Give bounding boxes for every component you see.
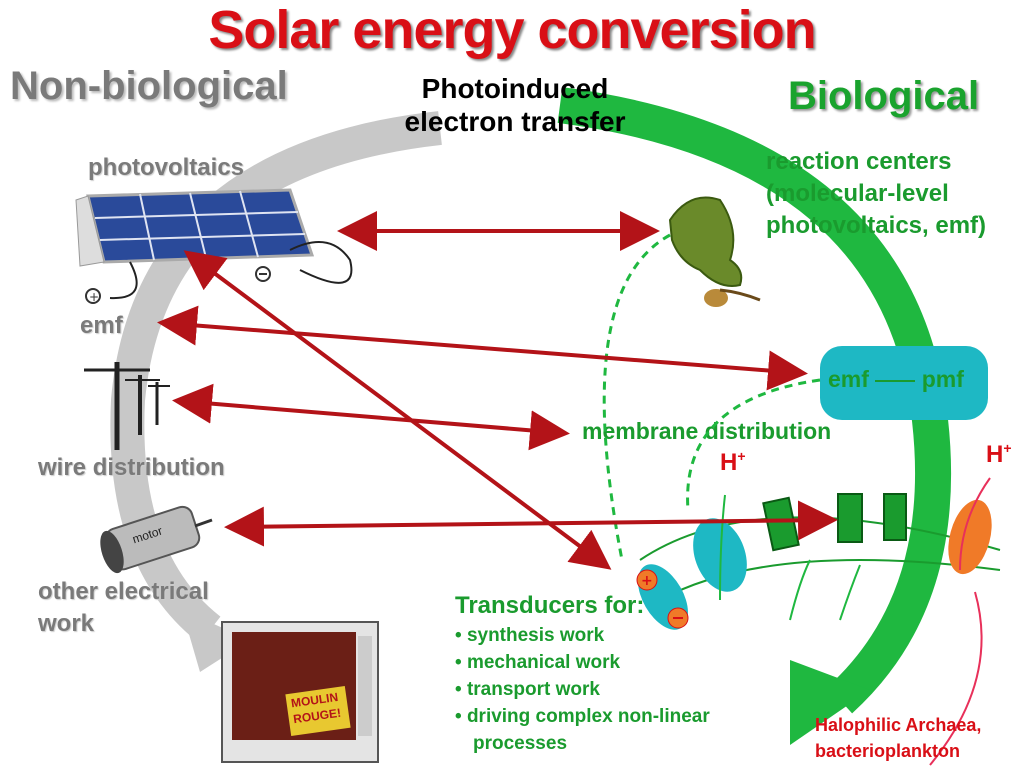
h-plus-sup-1: + [737,448,746,464]
green-arrowhead [790,660,870,745]
photoinduced-line2: electron transfer [404,106,626,137]
television-icon [221,621,379,763]
other-work-line1: other electrical [38,578,209,605]
pink-arrow-up [959,477,991,571]
svg-text:+: + [641,573,653,589]
reaction-centers-label: reaction centers (molecular-level photov… [766,146,986,242]
list-item: transport work [455,676,710,703]
other-electrical-work-label: other electrical work [38,576,209,640]
list-item: synthesis work [455,622,710,649]
h-plus-label-2: H+ [986,440,1012,469]
halophilic-line2: bacterioplankton [815,741,961,761]
pink-arrow-bottom [929,591,983,766]
emf-label: emf [80,312,123,339]
other-work-line2: work [38,610,95,637]
arrow-emf [157,305,808,391]
reaction-centers-line1: reaction centers [766,148,952,175]
emf-pmf-row: emf pmf [828,366,978,393]
list-item: mechanical work [455,649,710,676]
arrow-pv-transducer [183,250,612,570]
h-plus-text-1: H [720,449,738,476]
photoinduced-line1: Photoinduced [421,73,609,104]
photovoltaics-label: photovoltaics [88,154,245,181]
emf-pmf-arrow [875,379,916,382]
emf-text: emf [828,366,869,392]
page-title: Solar energy conversion [208,0,816,60]
h-plus-text-2: H [986,441,1004,468]
oak-leaf-icon [668,196,761,307]
emf-pmf-box [820,346,988,420]
h-plus-sup-2: + [1003,440,1012,456]
svg-text:+: + [89,290,99,304]
arrow-wire-membrane [172,383,570,451]
list-item-continued: processes [473,733,568,754]
reaction-centers-line3: photovoltaics, emf) [766,212,987,239]
biological-heading: Biological [788,74,980,118]
photoinduced-label: Photoinduced electron transfer [360,72,670,138]
pmf-text: pmf [921,366,964,392]
power-pole-icon [84,362,170,450]
h-plus-label-1: H+ [720,448,746,477]
transducers-block: Transducers for: synthesis work mechanic… [455,592,710,757]
grey-arrowhead [182,610,250,672]
reaction-centers-line2: (molecular-level [766,180,949,207]
grey-cycle-arrow [110,111,442,644]
membrane-distribution-label: membrane distribution [582,418,832,444]
non-biological-heading: Non-biological [10,64,288,108]
list-item: driving complex non-linear [455,703,710,730]
transducers-list: synthesis work mechanical work transport… [455,622,710,757]
arrow-motor-transducer [224,500,838,547]
halophilic-label: Halophilic Archaea, bacterioplankton [815,712,981,764]
transducers-heading: Transducers for: [455,592,645,619]
halophilic-line1: Halophilic Archaea, [815,715,982,735]
